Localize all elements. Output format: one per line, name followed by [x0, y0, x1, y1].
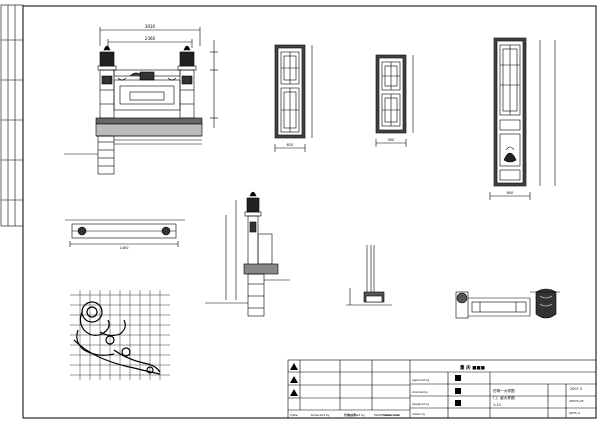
title-stamp-mark-2 [455, 388, 461, 394]
project-line2: 门、窗大样图 [493, 395, 515, 400]
grid-lines [70, 290, 170, 380]
project-line1: 仿明一大样图 [493, 388, 515, 393]
drawing-no-text: A807S-03 [569, 399, 584, 403]
door-elevation-2 [375, 54, 414, 147]
title-stamp: 重 庆 ■■■ [460, 364, 485, 371]
baluster-detail [455, 288, 560, 319]
dim-balustrade-inner: 2360 [145, 36, 156, 41]
revision-triangles [290, 363, 298, 396]
label-drawn: drawn by [412, 412, 425, 416]
dim-base-beam: 1400 [120, 246, 129, 250]
rev-header-checked: Checked by [347, 413, 365, 417]
rev-footer-right: Modification note [374, 413, 400, 417]
beam-plan [65, 219, 185, 247]
title-stamp-mark-3 [455, 400, 461, 406]
label-approved: approved by [412, 378, 430, 382]
dim-door3-width: 600 [507, 191, 514, 195]
scale-text: 1:10 [493, 403, 501, 407]
label-designed: designed by [412, 402, 429, 406]
rev-header-amended: Amended by [310, 413, 329, 417]
title-block [287, 359, 597, 419]
rev-header-date: Date [290, 413, 297, 417]
title-stamp-mark [455, 375, 461, 381]
dim-door2-width: 900 [388, 138, 395, 142]
dim-door1-width: 810 [287, 143, 294, 147]
post-section [205, 191, 290, 317]
date-text: 2007.3 [570, 387, 582, 391]
label-checked: checked by [412, 390, 428, 394]
carving-grid-detail [70, 290, 170, 380]
door-elevation-1 [274, 44, 313, 152]
balustrade-elevation [64, 27, 218, 175]
sill-section [346, 245, 392, 306]
dim-balustrade-top: 3030 [145, 24, 156, 29]
rev-header-statement: Statement [383, 413, 400, 417]
sheet-no-text: A875-4 [569, 411, 580, 415]
door-elevation-3 [489, 37, 556, 200]
binding-margin [0, 4, 24, 227]
rev-footer-left: 修改记录 [344, 412, 356, 417]
